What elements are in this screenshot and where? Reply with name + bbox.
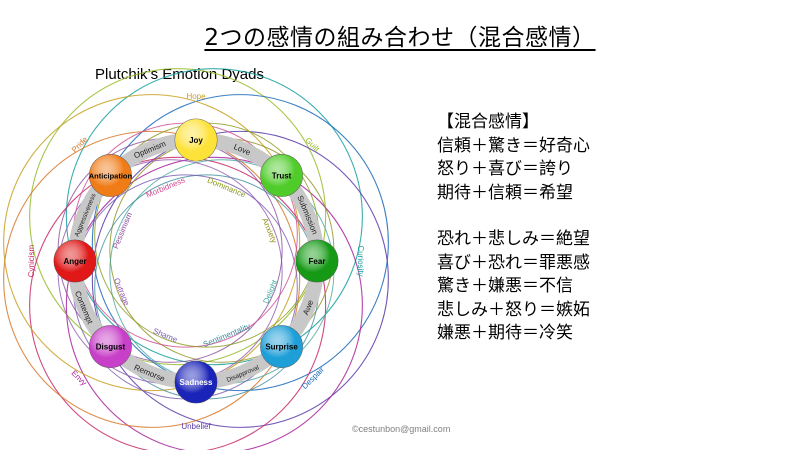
- list-heading: 【混合感情】: [437, 112, 539, 132]
- emotion-label: Fear: [309, 257, 326, 266]
- list-item: 驚き＋嫌悪＝不信: [437, 276, 573, 296]
- emotion-label: Surprise: [265, 343, 298, 352]
- tertiary-dyad-arc: [65, 68, 363, 366]
- secondary-dyad-label: Pessimism: [111, 211, 134, 250]
- emotion-node-disgust: Disgust: [89, 325, 132, 368]
- tertiary-dyad-arc: [65, 156, 363, 450]
- emotion-node-sadness: Sadness: [174, 360, 218, 404]
- copyright-credit: ©cestunbon@gmail.com: [352, 424, 451, 434]
- emotion-node-trust: Trust: [260, 154, 303, 197]
- emotion-label: Anger: [63, 257, 86, 266]
- list-item: 恐れ＋悲しみ＝絶望: [437, 229, 590, 249]
- tertiary-dyad-label: Hope: [186, 92, 206, 101]
- list-item: 喜び＋恐れ＝罪悪感: [437, 252, 590, 273]
- emotion-label: Anticipation: [89, 171, 133, 180]
- emotion-node-anger: Anger: [53, 239, 97, 283]
- secondary-dyad-label: Outrage: [112, 277, 132, 308]
- secondary-dyad-label: Morbidness: [145, 175, 187, 199]
- tertiary-dyad-arc: [91, 94, 389, 392]
- emotion-node-joy: Joy: [174, 118, 218, 162]
- tertiary-dyad-arc: [3, 94, 301, 392]
- emotion-label: Joy: [189, 136, 203, 145]
- diagram-subtitle: Plutchik’s Emotion Dyads: [95, 66, 264, 83]
- tertiary-dyad-label: Envy: [69, 369, 88, 388]
- emotion-node-fear: Fear: [295, 239, 339, 283]
- tertiary-dyad-label: Guilt: [303, 136, 322, 155]
- list-item: 期待＋信頼＝希望: [437, 182, 573, 203]
- emotion-node-anticipation: Anticipation: [89, 154, 133, 197]
- tertiary-dyad-label: Despair: [300, 365, 326, 391]
- tertiary-dyad-arc: [29, 156, 327, 450]
- emotion-label: Disgust: [96, 343, 126, 352]
- list-item: 怒り＋喜び＝誇り: [437, 159, 573, 179]
- list-spacer: [437, 205, 590, 228]
- secondary-dyad-label: Shame: [152, 326, 179, 344]
- tertiary-dyad-label: Pride: [70, 135, 90, 155]
- list-item: 悲しみ＋怒り＝嫉妬: [437, 299, 590, 320]
- mixed-emotions-list: 【混合感情】 信頼＋驚き＝好奇心 怒り＋喜び＝誇り 期待＋信頼＝希望 恐れ＋悲し…: [437, 111, 590, 346]
- tertiary-dyad-arc: [29, 68, 327, 366]
- tertiary-dyad-arc: [3, 130, 301, 428]
- list-item: 嫌悪＋期待＝冷笑: [437, 323, 573, 343]
- tertiary-dyad-arc: [91, 130, 389, 428]
- secondary-dyad-label: Dominance: [206, 176, 247, 200]
- emotion-label: Sadness: [180, 378, 213, 387]
- secondary-dyad-label: Delight: [261, 278, 279, 305]
- tertiary-dyad-label: Unbelief: [181, 422, 211, 431]
- tertiary-dyad-label: Cynicism: [27, 244, 36, 277]
- tertiary-dyad-label: Curiosity: [356, 245, 365, 276]
- page-title: 2つの感情の組み合わせ（混合感情）: [204, 25, 596, 51]
- emotion-node-surprise: Surprise: [260, 325, 303, 368]
- list-item: 信頼＋驚き＝好奇心: [437, 135, 590, 156]
- emotion-label: Trust: [272, 171, 292, 180]
